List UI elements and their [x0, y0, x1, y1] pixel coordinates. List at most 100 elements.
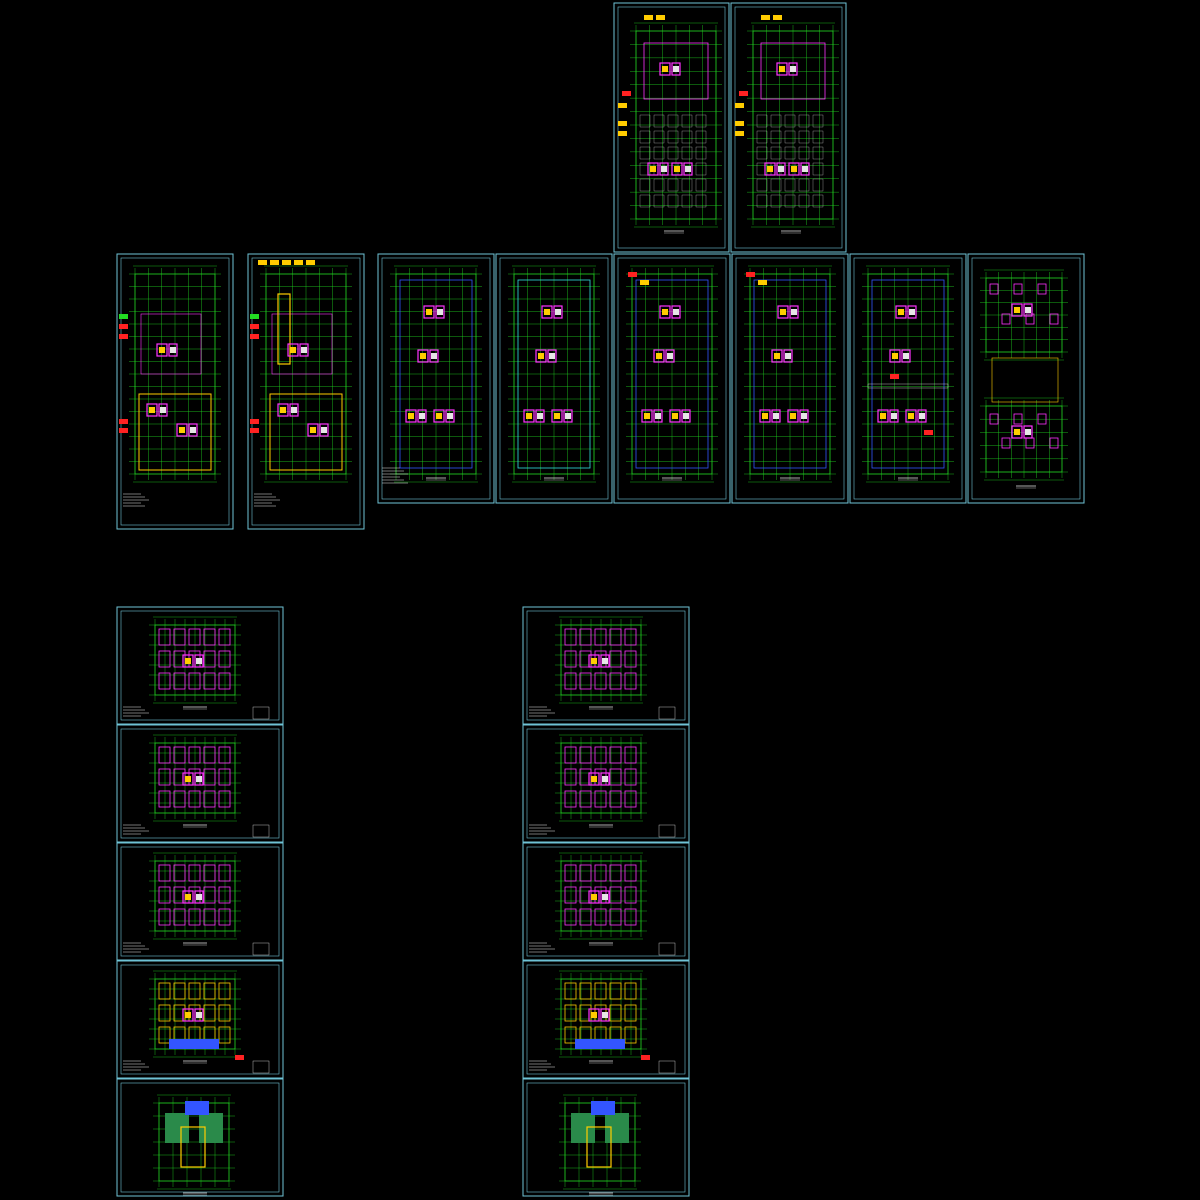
core-stair — [182, 1008, 194, 1022]
apartment-room — [218, 1026, 231, 1044]
core-elevator — [194, 772, 204, 786]
apartment-room — [579, 864, 592, 882]
sheet-podium-3[interactable] — [377, 253, 495, 504]
apartment-room — [609, 628, 622, 646]
parking-stall — [784, 194, 796, 208]
callout-tag — [250, 428, 259, 433]
core-fill — [791, 166, 797, 172]
core-fill — [591, 1012, 597, 1018]
core-fill — [602, 658, 608, 664]
sheet-outer-border — [116, 606, 284, 725]
sheet-inner-border — [120, 257, 230, 526]
core-fill — [1025, 429, 1031, 435]
parking-stall — [667, 194, 679, 208]
apartment-room — [158, 768, 171, 786]
sheet-inner-border — [971, 257, 1081, 500]
parking-stall — [695, 146, 707, 160]
sheet-right-tower-1[interactable] — [522, 606, 690, 725]
core-fill — [419, 413, 425, 419]
ramp-zone — [760, 42, 826, 100]
sheet-podium-4[interactable] — [495, 253, 613, 504]
apartment-room — [158, 746, 171, 764]
sheet-right-tower-3[interactable] — [522, 842, 690, 961]
unit-room — [1049, 313, 1059, 325]
sheet-podium-2[interactable] — [247, 253, 365, 530]
sheet-left-tower-4[interactable] — [116, 960, 284, 1079]
parking-stall — [784, 146, 796, 160]
apartment-room — [158, 650, 171, 668]
sheet-basement-2[interactable] — [730, 2, 847, 253]
apartment-room — [609, 672, 622, 690]
apartment-room — [203, 672, 216, 690]
roof-core — [180, 1126, 206, 1168]
core-stair — [641, 409, 653, 423]
sheet-left-tower-3[interactable] — [116, 842, 284, 961]
shaft-band — [169, 1039, 219, 1049]
core-stair — [182, 890, 194, 904]
parking-stall — [667, 114, 679, 128]
sheet-left-tower-1[interactable] — [116, 606, 284, 725]
sheet-left-roof[interactable] — [116, 1078, 284, 1197]
sheet-podium-6[interactable] — [731, 253, 849, 504]
core-fill — [762, 413, 768, 419]
apartment-room — [203, 768, 216, 786]
core-stair — [764, 162, 776, 176]
apartment-room — [218, 672, 231, 690]
apartment-room — [188, 982, 201, 1000]
unit-room — [1013, 283, 1023, 295]
core-stair — [588, 654, 600, 668]
apartment-room — [158, 886, 171, 904]
parking-stall — [681, 194, 693, 208]
sheet-podium-7[interactable] — [849, 253, 967, 504]
parking-stall — [770, 130, 782, 144]
core-fill — [779, 66, 785, 72]
core-fill — [544, 309, 550, 315]
callout-tag — [622, 91, 631, 96]
core-fill — [880, 413, 886, 419]
sheet-right-tower-2[interactable] — [522, 724, 690, 843]
core-stair — [653, 349, 665, 363]
sheet-right-tower-4[interactable] — [522, 960, 690, 1079]
apartment-room — [579, 908, 592, 926]
sheet-tower-combo[interactable] — [967, 253, 1085, 504]
core-stair — [588, 890, 600, 904]
core-stair — [777, 305, 789, 319]
core-fill — [919, 413, 925, 419]
apartment-room — [624, 1004, 637, 1022]
sheet-right-roof[interactable] — [522, 1078, 690, 1197]
core-fill — [602, 894, 608, 900]
core-stair — [182, 654, 194, 668]
core-fill — [196, 776, 202, 782]
core-elevator — [771, 409, 781, 423]
sheet-left-tower-2[interactable] — [116, 724, 284, 843]
core-elevator — [907, 305, 917, 319]
core-elevator — [194, 654, 204, 668]
core-fill — [674, 166, 680, 172]
core-fill — [431, 353, 437, 359]
core-fill — [280, 407, 286, 413]
roof-area — [571, 1113, 595, 1143]
core-elevator — [429, 349, 439, 363]
apartment-room — [624, 746, 637, 764]
core-elevator — [158, 403, 168, 417]
apartment-room — [218, 982, 231, 1000]
parking-stall — [756, 130, 768, 144]
sheet-outer-border — [967, 253, 1085, 504]
callout-tag — [250, 419, 259, 424]
core-elevator — [563, 409, 573, 423]
core-stair — [1011, 303, 1023, 317]
sheet-basement-1[interactable] — [613, 2, 730, 253]
core-fill — [190, 427, 196, 433]
core-stair — [669, 409, 681, 423]
sheet-podium-5[interactable] — [613, 253, 731, 504]
core-fill — [565, 413, 571, 419]
sheet-podium-1[interactable] — [116, 253, 234, 530]
apartment-room — [624, 886, 637, 904]
parking-stall — [695, 194, 707, 208]
core-fill — [790, 413, 796, 419]
apartment-room — [609, 650, 622, 668]
core-elevator — [681, 409, 691, 423]
podium-perimeter — [517, 279, 591, 469]
apartment-room — [564, 1026, 577, 1044]
